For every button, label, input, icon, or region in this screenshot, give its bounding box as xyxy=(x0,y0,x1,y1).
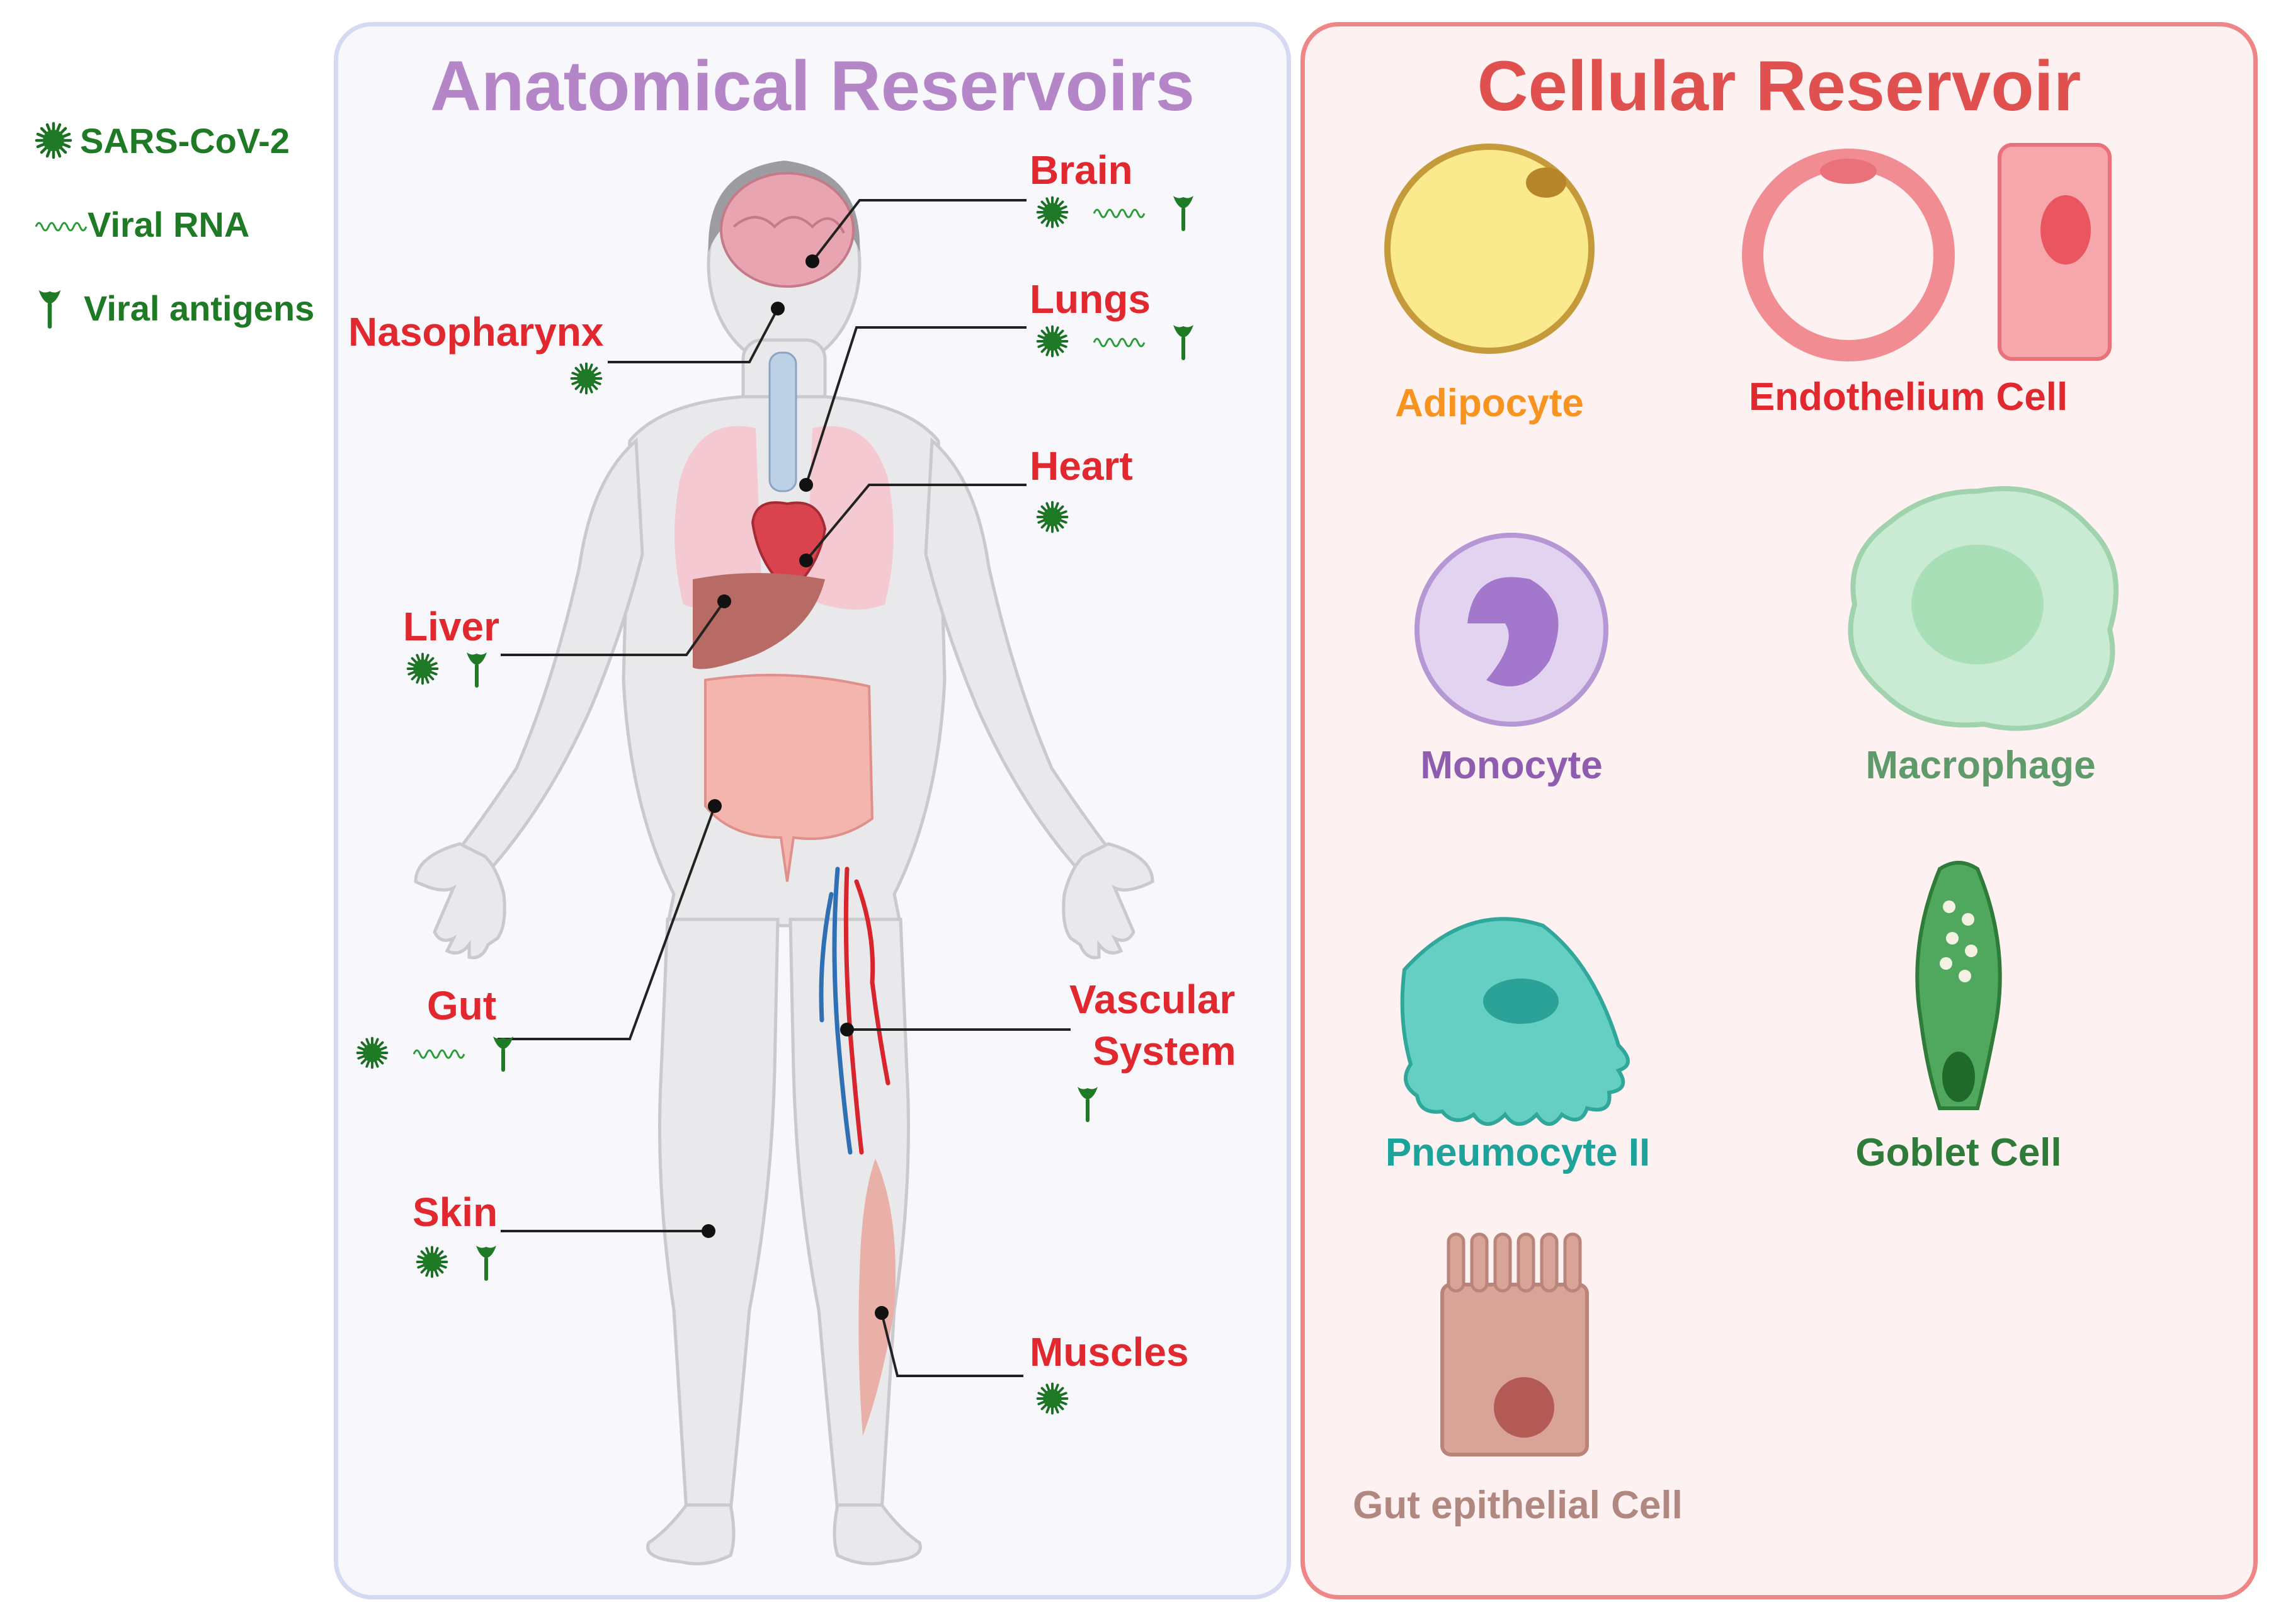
virus-icon xyxy=(1036,325,1069,358)
muscle-organ xyxy=(858,1159,896,1436)
anatomical-title: Anatomical Reservoirs xyxy=(430,47,1195,125)
macrophage-cell xyxy=(1848,486,2119,731)
legend-antigen: Viral antigens xyxy=(35,286,314,330)
rna-icon xyxy=(413,1049,465,1059)
virus-icon xyxy=(416,1246,448,1278)
label-vascular-line1: Vascular xyxy=(1069,977,1236,1022)
pneumocyte-cell xyxy=(1400,917,1630,1126)
virus-icon xyxy=(356,1036,389,1069)
gut-markers xyxy=(356,1033,517,1073)
label-endothelium-cell: Endothelium Cell xyxy=(1748,375,2068,419)
adipocyte-cell xyxy=(1384,144,1595,354)
legend-antigen-label: Viral antigens xyxy=(84,288,315,328)
cellular-title: Cellular Reservoir xyxy=(1477,47,2081,125)
antigen-icon xyxy=(1074,1083,1101,1123)
rna-icon xyxy=(1093,208,1146,219)
antigen-icon xyxy=(1169,192,1197,232)
liver-markers xyxy=(406,649,491,689)
label-skin: Skin xyxy=(413,1190,498,1235)
legend-virus-label: SARS-CoV-2 xyxy=(80,120,290,161)
virus-icon xyxy=(570,362,603,395)
label-gut: Gut xyxy=(427,983,497,1028)
label-vascular-line2: System xyxy=(1093,1028,1236,1074)
label-macrophage: Macrophage xyxy=(1865,744,2096,787)
lungs-markers xyxy=(1036,321,1197,361)
label-nasopharynx: Nasopharynx xyxy=(348,309,604,355)
label-adipocyte: Adipocyte xyxy=(1395,382,1584,425)
legend-rna-label: Viral RNA xyxy=(88,204,250,244)
label-brain: Brain xyxy=(1030,147,1133,193)
vascular-markers xyxy=(1074,1083,1101,1123)
legend-virus: SARS-CoV-2 xyxy=(35,118,290,162)
skin-markers xyxy=(416,1242,500,1282)
trachea-organ xyxy=(768,351,797,492)
virus-icon xyxy=(406,652,439,685)
goblet-cell xyxy=(1915,861,2002,1110)
label-lungs: Lungs xyxy=(1030,276,1151,322)
brain-markers xyxy=(1036,192,1197,232)
antigen-icon xyxy=(1169,321,1197,361)
left-lung-organ xyxy=(674,426,762,610)
rna-icon xyxy=(1093,338,1146,348)
legend-rna: Viral RNA xyxy=(35,202,249,246)
antigen-icon xyxy=(489,1033,517,1073)
virus-icon xyxy=(1036,501,1069,533)
label-goblet-cell: Goblet Cell xyxy=(1855,1131,2062,1174)
gut-organ xyxy=(704,674,874,882)
label-gut-epithelial-cell: Gut epithelial Cell xyxy=(1353,1484,1683,1527)
label-liver: Liver xyxy=(403,604,499,649)
gut-epithelial-cell xyxy=(1440,1232,1589,1456)
label-monocyte: Monocyte xyxy=(1420,744,1603,787)
label-pneumocyte-ii: Pneumocyte II xyxy=(1385,1131,1651,1174)
right-lung-organ xyxy=(806,426,894,610)
label-heart: Heart xyxy=(1030,443,1133,489)
brain-organ xyxy=(720,172,855,288)
antigen-icon xyxy=(472,1242,500,1282)
antigen-icon xyxy=(463,649,491,689)
nasopharynx-markers xyxy=(570,362,603,395)
heart-markers xyxy=(1036,501,1069,533)
muscles-markers xyxy=(1036,1382,1069,1415)
virus-icon xyxy=(1036,196,1069,229)
leader-lines xyxy=(498,199,1071,1377)
monocyte-cell xyxy=(1414,533,1608,727)
label-muscles: Muscles xyxy=(1030,1329,1189,1375)
heart-organ xyxy=(751,501,827,594)
leader-dots xyxy=(702,254,889,1320)
virus-icon xyxy=(1036,1382,1069,1415)
endothelium-cell xyxy=(1742,143,2112,361)
